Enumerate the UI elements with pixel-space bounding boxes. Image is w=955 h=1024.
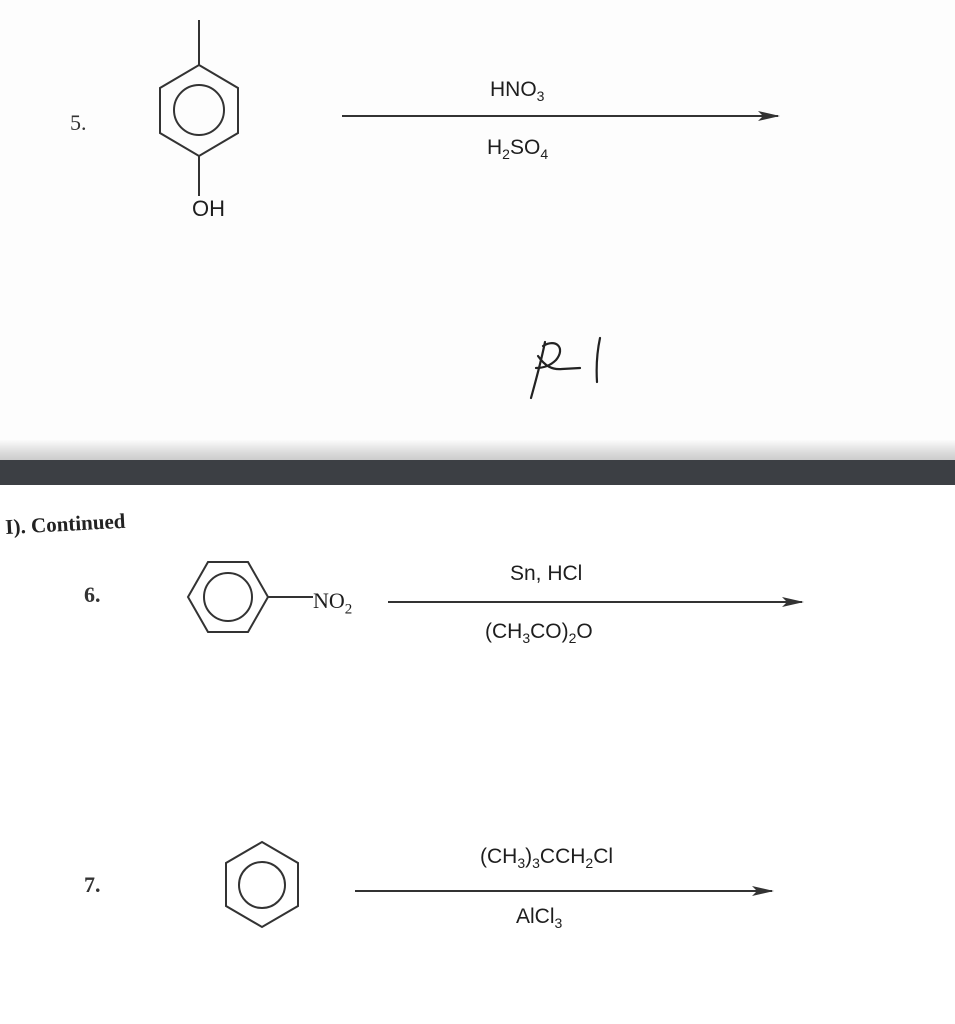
page-separator-shadow <box>0 440 955 462</box>
formula-subscript: 2 <box>502 146 510 163</box>
aromatic-circle-6 <box>203 572 253 622</box>
formula-part: AlCl <box>516 905 555 928</box>
problem-5-panel <box>0 0 955 440</box>
formula-subscript: 2 <box>585 855 594 872</box>
problems-6-7-panel <box>0 485 955 1024</box>
nitro-label: NO2 <box>313 588 353 618</box>
formula-subscript: 3 <box>522 630 531 647</box>
formula-subscript: 2 <box>568 630 577 647</box>
formula-subscript: 3 <box>554 915 563 932</box>
handwritten-answer <box>529 336 602 400</box>
formula-part: O <box>576 620 593 643</box>
reagent-sn-hcl: Sn, HCl <box>510 562 583 585</box>
nitrobenzene-structure <box>186 561 313 633</box>
p-cresol-structure <box>159 20 239 196</box>
formula-part: CO) <box>530 620 569 643</box>
benzene-ring-5 <box>159 63 239 158</box>
problem-6-number: 6. <box>84 582 101 607</box>
aromatic-circle-5 <box>173 84 225 136</box>
formula-part: CCH <box>539 845 586 868</box>
aromatic-circle-7 <box>238 861 286 909</box>
benzene-structure <box>225 840 299 929</box>
formula-part: SO <box>509 136 541 159</box>
problem-7-number: 7. <box>84 872 101 897</box>
formula-part: (CH <box>485 620 523 643</box>
hydroxyl-label: OH <box>192 196 225 221</box>
formula-part: Cl <box>593 845 614 868</box>
formula-part: (CH <box>480 845 518 868</box>
formula-part: H <box>487 136 503 159</box>
reagent-alcl3: AlCl3 <box>516 905 562 931</box>
problem-5-number: 5. <box>70 110 87 135</box>
reagent-acetic-anhydride: (CH3CO)2O <box>485 620 593 646</box>
formula-subscript: 3 <box>517 855 526 872</box>
reagent-neopentyl-chloride: (CH3)3CCH2Cl <box>480 845 613 871</box>
page-separator-bar <box>0 460 955 485</box>
formula-subscript: 3 <box>532 855 540 872</box>
reagent-h2so4: H2SO4 <box>487 136 548 162</box>
reagent-hno3: HNO3 <box>490 78 545 105</box>
formula-part: ) <box>525 845 533 868</box>
benzene-ring-7 <box>225 840 299 929</box>
formula-subscript: 4 <box>540 146 549 163</box>
